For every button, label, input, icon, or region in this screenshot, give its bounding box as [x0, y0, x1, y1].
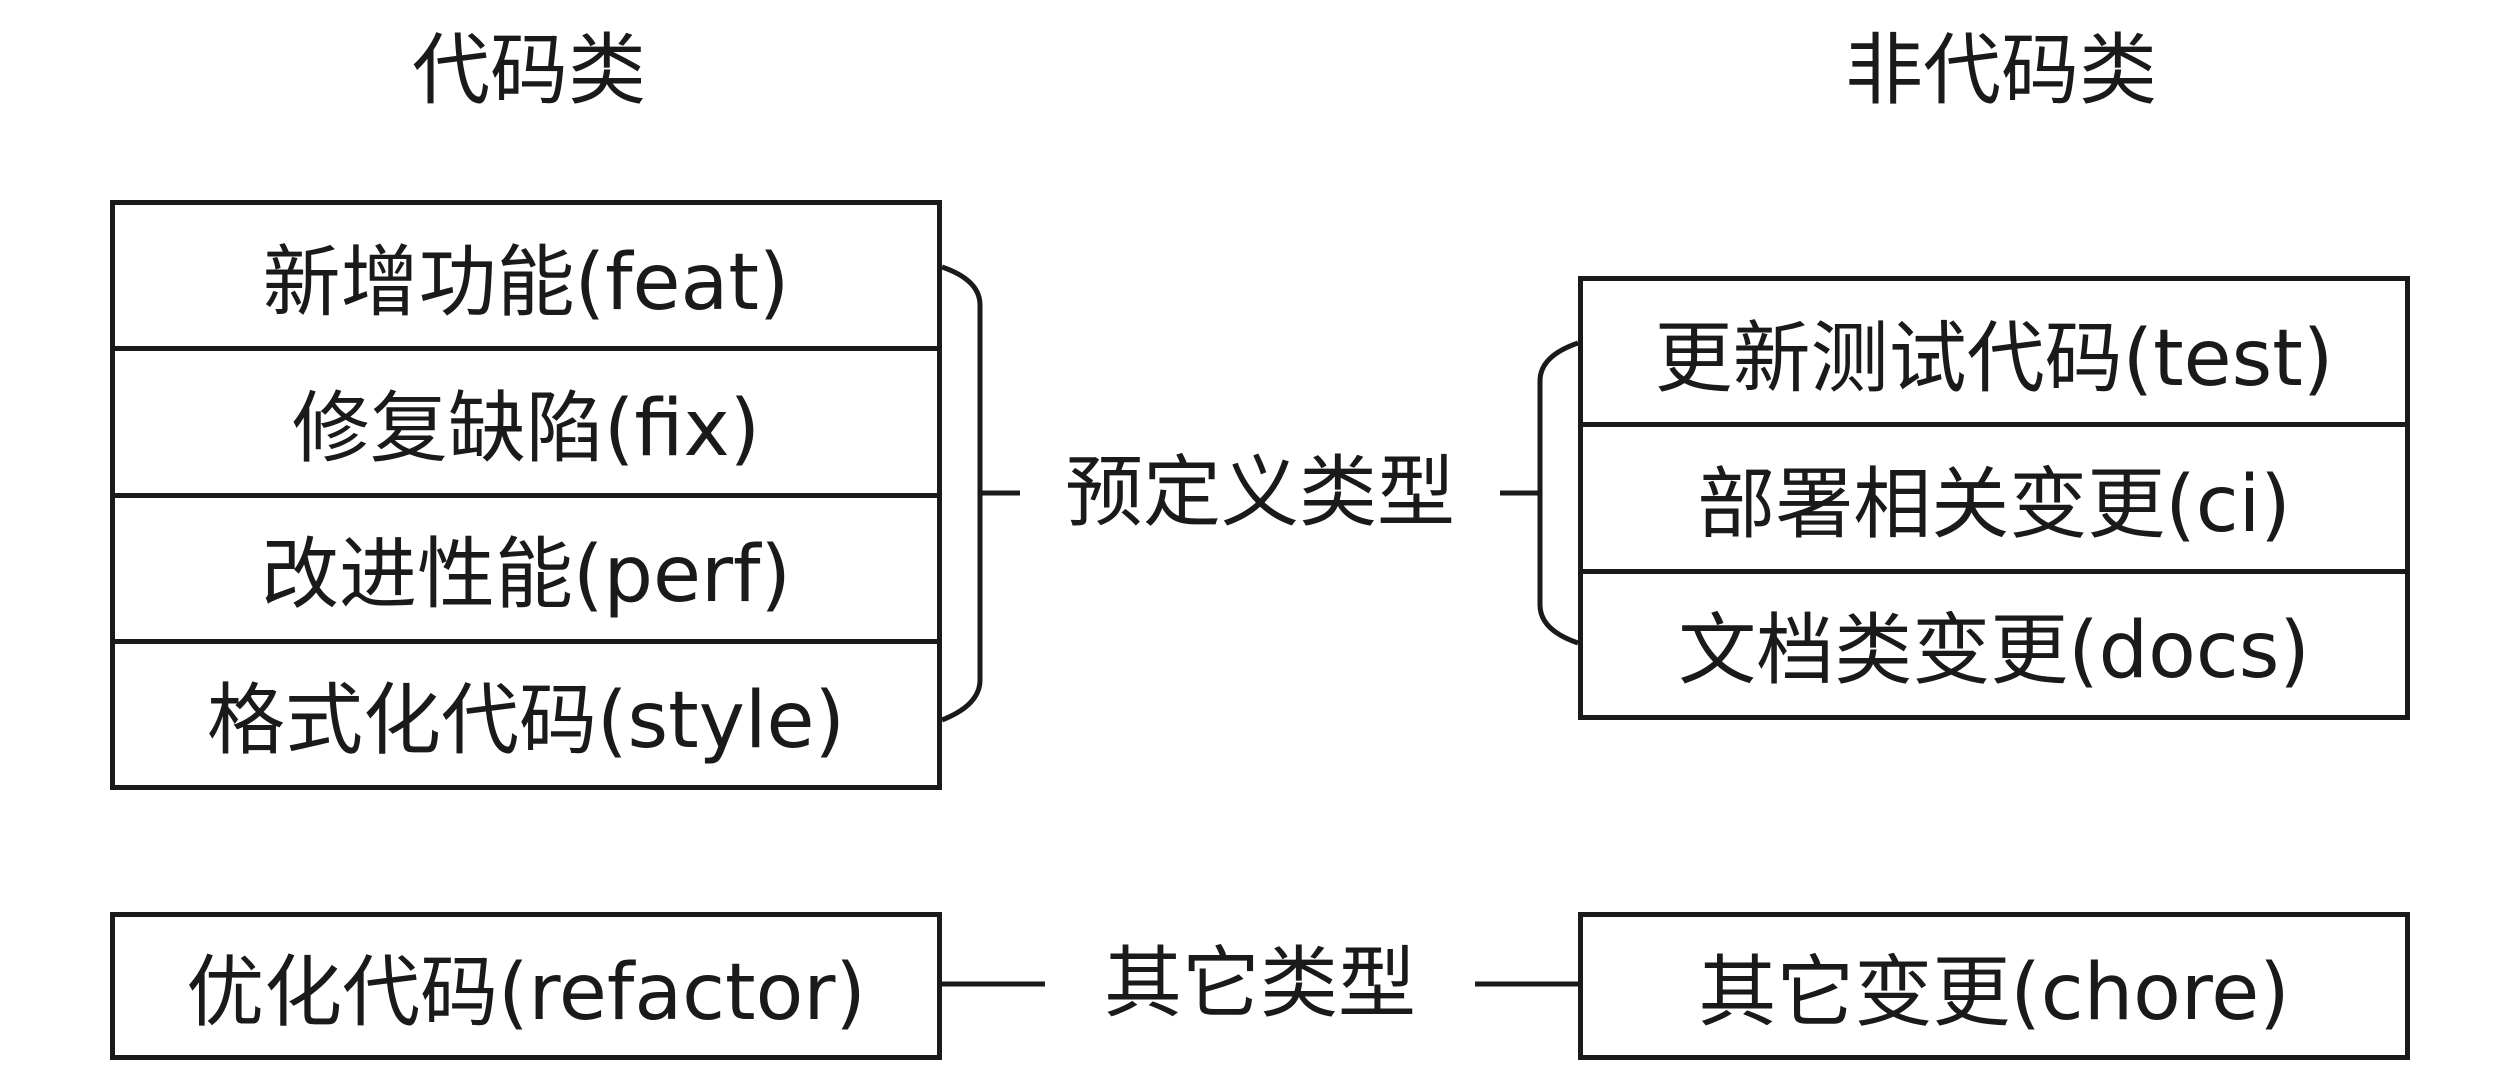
predefined-types-label: 预定义类型: [1064, 448, 1456, 538]
type-refactor: 优化代码(refactor): [186, 948, 866, 1038]
other-code-box: 优化代码(refactor): [110, 912, 942, 1060]
code-category-heading: 代码类: [412, 26, 647, 116]
type-feat: 新增功能(feat): [262, 237, 790, 328]
type-docs: 文档类变更(docs): [1583, 568, 2405, 715]
code-types-list: 新增功能(feat) 修复缺陷(fix) 改进性能(perf) 格式化代码(st…: [110, 200, 942, 790]
type-perf: 改进性能(perf): [115, 492, 937, 639]
non-code-types-bracket: [1537, 340, 1579, 646]
type-chore: 其它变更(chore): [1698, 948, 2290, 1038]
non-code-types-list: 更新测试代码(test) 部署相关变更(ci) 文档类变更(docs): [1578, 276, 2410, 720]
code-types-bracket: [941, 264, 983, 723]
type-test: 更新测试代码(test): [1654, 313, 2334, 404]
non-code-category-heading: 非代码类: [1845, 26, 2158, 116]
other-types-label: 其它类型: [1103, 939, 1417, 1029]
other-non-code-box: 其它变更(chore): [1578, 912, 2410, 1060]
type-ci: 部署相关变更(ci): [1583, 422, 2405, 568]
type-style: 格式化代码(style): [115, 638, 937, 785]
type-fix: 修复缺陷(fix): [115, 346, 937, 492]
